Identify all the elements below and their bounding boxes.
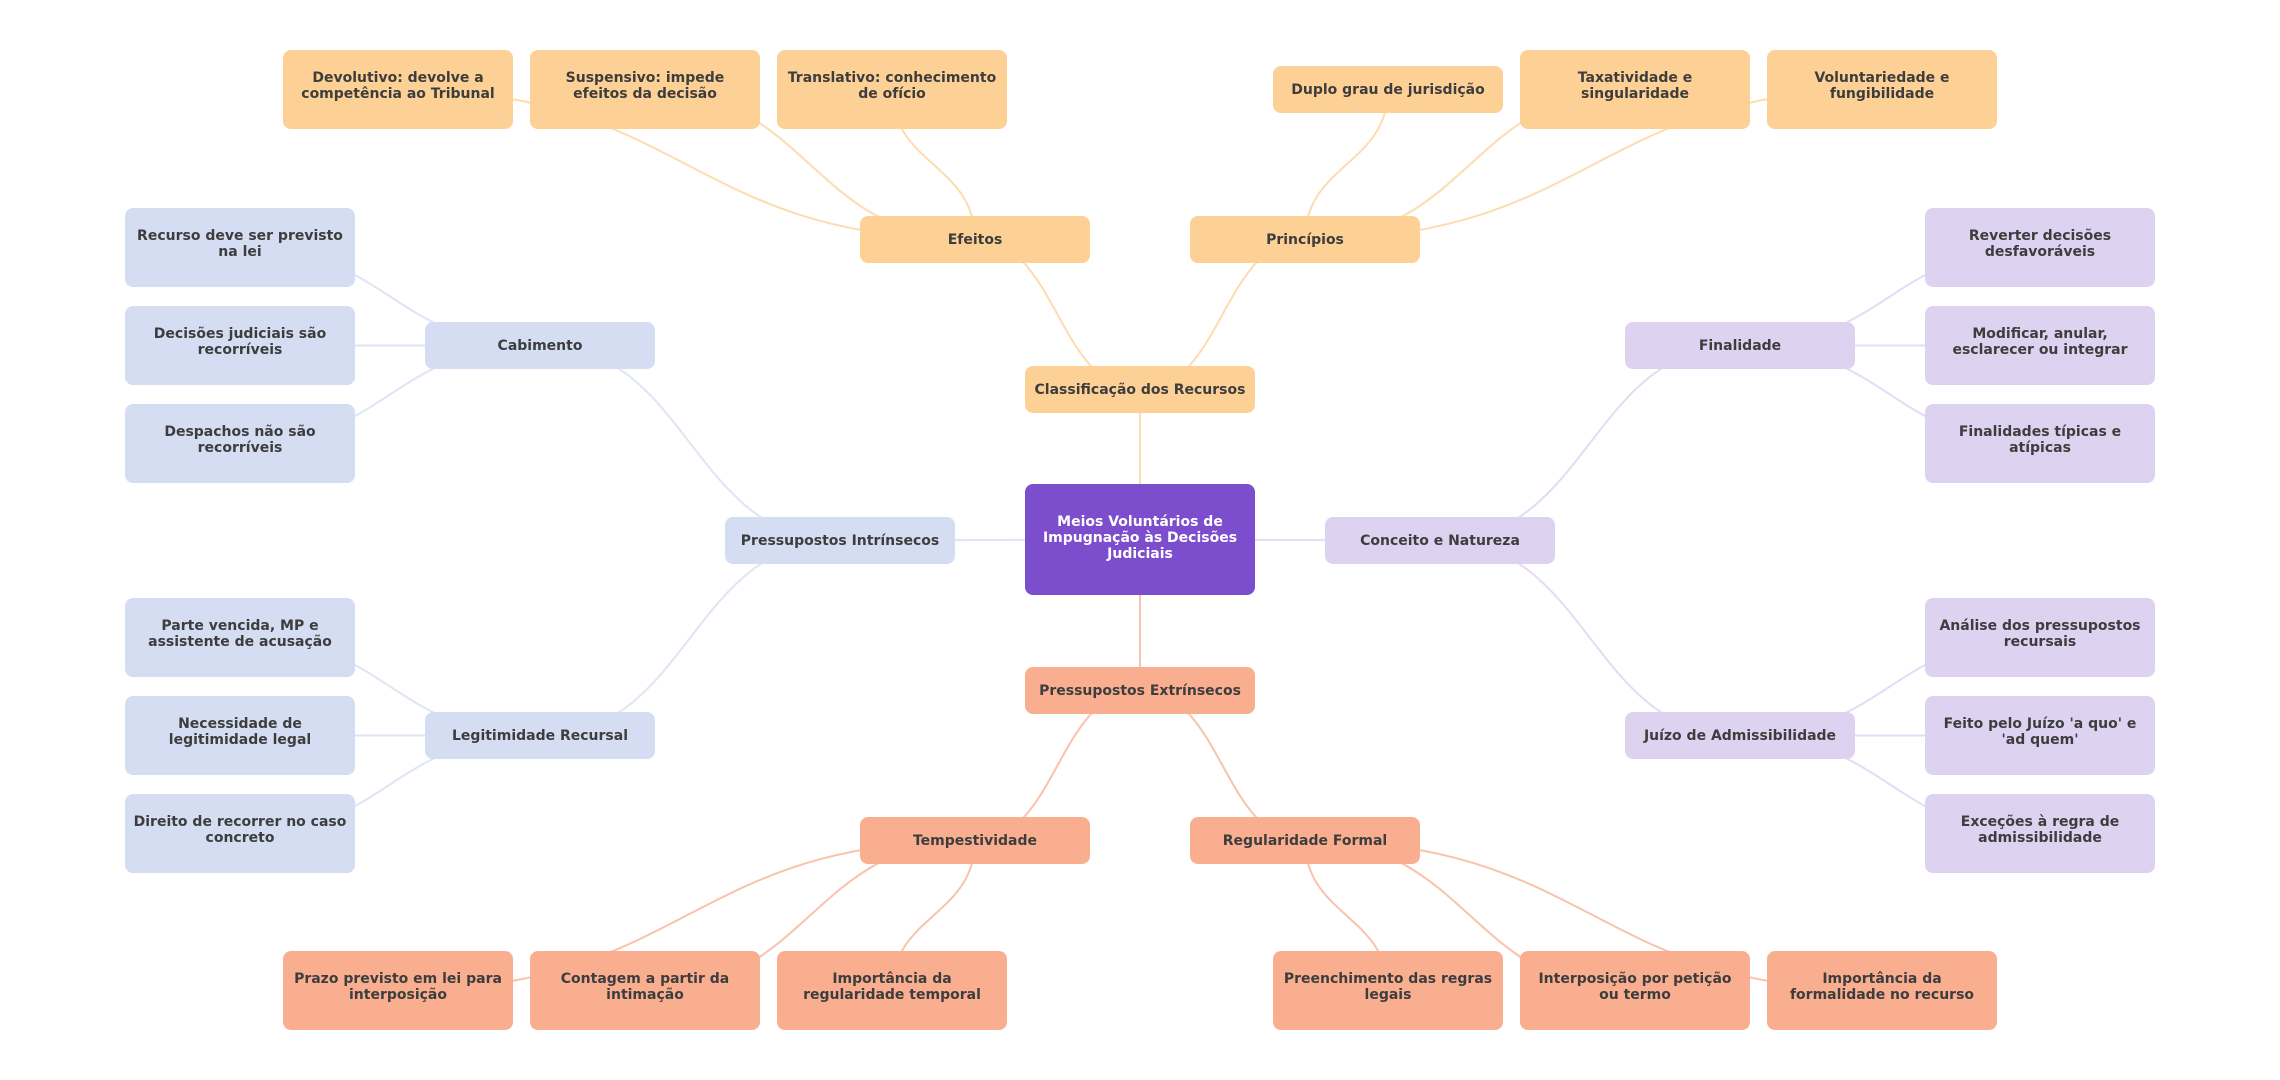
node-taxatividade[interactable]: Taxatividade e singularidade	[1520, 50, 1750, 129]
node-label: Prazo previsto em lei para interposição	[294, 970, 502, 1003]
node-label: Importância da formalidade no recurso	[1789, 970, 1975, 1003]
node-label: Translativo: conhecimento de ofício	[787, 69, 997, 102]
node-label: Pressupostos Intrínsecos	[740, 532, 940, 549]
node-label: Parte vencida, MP e assistente de acusaç…	[148, 617, 332, 650]
node-label: Decisões judiciais são recorríveis	[153, 325, 327, 358]
node-duplo-grau[interactable]: Duplo grau de jurisdição	[1273, 66, 1503, 113]
node-label: Feito pelo Juízo 'a quo' e 'ad quem'	[1943, 715, 2137, 748]
node-label: Devolutivo: devolve a competência ao Tri…	[301, 69, 495, 102]
node-finalidade[interactable]: Finalidade	[1625, 322, 1855, 369]
edge-intrinsecos-legitimidade	[539, 539, 841, 737]
node-regularidade-formalidade[interactable]: Importância da formalidade no recurso	[1767, 951, 1997, 1030]
edge-principios-pr0	[1304, 89, 1389, 240]
node-juizo-de-admissibilidade[interactable]: Juízo de Admissibilidade	[1625, 712, 1855, 759]
node-label: Contagem a partir da intimação	[560, 970, 730, 1003]
node-label: Importância da regularidade temporal	[803, 970, 981, 1003]
node-label: Regularidade Formal	[1222, 832, 1388, 849]
node-label: Cabimento	[497, 337, 583, 354]
node-label: Legitimidade Recursal	[452, 727, 628, 744]
node-label: Suspensivo: impede efeitos da decisão	[565, 69, 725, 102]
node-label: Interposição por petição ou termo	[1538, 970, 1732, 1003]
node-efeito-suspensivo[interactable]: Suspensivo: impede efeitos da decisão	[530, 50, 760, 129]
node-pressupostos-intrinsecos[interactable]: Pressupostos Intrínsecos	[725, 517, 955, 564]
node-legitimidade-recursal[interactable]: Legitimidade Recursal	[425, 712, 655, 759]
node-label: Taxatividade e singularidade	[1577, 69, 1693, 102]
root-node[interactable]: Meios Voluntários de Impugnação às Decis…	[1025, 484, 1255, 595]
node-cabimento-previsto-lei[interactable]: Recurso deve ser previsto na lei	[125, 208, 355, 287]
node-label: Juízo de Admissibilidade	[1643, 727, 1837, 744]
edge-intrinsecos-cabimento	[539, 344, 841, 542]
node-efeito-translativo[interactable]: Translativo: conhecimento de ofício	[777, 50, 1007, 129]
node-tempestividade-importancia[interactable]: Importância da regularidade temporal	[777, 951, 1007, 1030]
node-label: Conceito e Natureza	[1360, 532, 1520, 549]
node-label: Modificar, anular, esclarecer ou integra…	[1952, 325, 2128, 358]
node-label: Voluntariedade e fungibilidade	[1814, 69, 1950, 102]
node-legitimidade-direito-recorrer[interactable]: Direito de recorrer no caso concreto	[125, 794, 355, 873]
node-label: Preenchimento das regras legais	[1283, 970, 1493, 1003]
node-finalidade-tipicas[interactable]: Finalidades típicas e atípicas	[1925, 404, 2155, 483]
node-finalidade-modificar[interactable]: Modificar, anular, esclarecer ou integra…	[1925, 306, 2155, 385]
node-label: Análise dos pressupostos recursais	[1939, 617, 2141, 650]
node-classificacao-dos-recursos[interactable]: Classificação dos Recursos	[1025, 366, 1255, 413]
node-efeitos[interactable]: Efeitos	[860, 216, 1090, 263]
edge-conceito-finalidade	[1439, 344, 1741, 542]
node-pressupostos-extrinsecos[interactable]: Pressupostos Extrínsecos	[1025, 667, 1255, 714]
node-tempestividade[interactable]: Tempestividade	[860, 817, 1090, 864]
node-juizo-excecoes[interactable]: Exceções à regra de admissibilidade	[1925, 794, 2155, 873]
node-label: Reverter decisões desfavoráveis	[1968, 227, 2112, 260]
node-label: Classificação dos Recursos	[1034, 381, 1246, 398]
node-label: Tempestividade	[912, 832, 1038, 849]
node-cabimento-despachos[interactable]: Despachos não são recorríveis	[125, 404, 355, 483]
node-label: Duplo grau de jurisdição	[1291, 81, 1485, 98]
node-regularidade-formal[interactable]: Regularidade Formal	[1190, 817, 1420, 864]
root-label: Meios Voluntários de Impugnação às Decis…	[1042, 513, 1238, 562]
node-label: Pressupostos Extrínsecos	[1039, 682, 1241, 699]
node-cabimento[interactable]: Cabimento	[425, 322, 655, 369]
node-label: Efeitos	[947, 231, 1003, 248]
node-label: Recurso deve ser previsto na lei	[137, 227, 343, 260]
node-regularidade-preenchimento[interactable]: Preenchimento das regras legais	[1273, 951, 1503, 1030]
node-conceito-e-natureza[interactable]: Conceito e Natureza	[1325, 517, 1555, 564]
node-label: Direito de recorrer no caso concreto	[133, 813, 347, 846]
node-juizo-analise[interactable]: Análise dos pressupostos recursais	[1925, 598, 2155, 677]
node-label: Princípios	[1266, 231, 1344, 248]
node-legitimidade-legal[interactable]: Necessidade de legitimidade legal	[125, 696, 355, 775]
node-voluntariedade[interactable]: Voluntariedade e fungibilidade	[1767, 50, 1997, 129]
node-label: Finalidades típicas e atípicas	[1958, 423, 2122, 456]
node-efeito-devolutivo[interactable]: Devolutivo: devolve a competência ao Tri…	[283, 50, 513, 129]
edge-conceito-juizo	[1439, 539, 1741, 737]
node-label: Despachos não são recorríveis	[164, 423, 316, 456]
node-juizo-a-quo-ad-quem[interactable]: Feito pelo Juízo 'a quo' e 'ad quem'	[1925, 696, 2155, 775]
node-label: Exceções à regra de admissibilidade	[1960, 813, 2120, 846]
node-legitimidade-parte-vencida[interactable]: Parte vencida, MP e assistente de acusaç…	[125, 598, 355, 677]
node-tempestividade-prazo[interactable]: Prazo previsto em lei para interposição	[283, 951, 513, 1030]
node-principios[interactable]: Princípios	[1190, 216, 1420, 263]
node-label: Necessidade de legitimidade legal	[168, 715, 312, 748]
node-finalidade-reverter[interactable]: Reverter decisões desfavoráveis	[1925, 208, 2155, 287]
node-tempestividade-contagem[interactable]: Contagem a partir da intimação	[530, 951, 760, 1030]
node-cabimento-decisoes-recorriveis[interactable]: Decisões judiciais são recorríveis	[125, 306, 355, 385]
node-label: Finalidade	[1698, 337, 1782, 354]
node-regularidade-interposicao[interactable]: Interposição por petição ou termo	[1520, 951, 1750, 1030]
